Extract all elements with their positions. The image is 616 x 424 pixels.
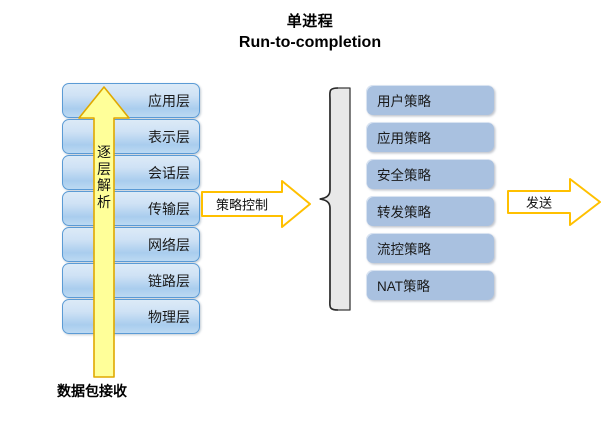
policy-item-label: NAT策略 (377, 279, 430, 294)
policy-item-label: 安全策略 (377, 168, 431, 183)
up-arrow-char-4: 析 (97, 193, 111, 210)
policy-item-label: 应用策略 (377, 131, 431, 146)
osi-layer-label: 表示层 (148, 128, 190, 145)
policy-item-label: 流控策略 (377, 242, 431, 257)
osi-layer-physical[interactable]: 物理层 (62, 299, 200, 334)
policy-list: 用户策略 应用策略 安全策略 转发策略 流控策略 NAT策略 (366, 85, 494, 307)
send-arrow-label: 发送 (525, 195, 552, 211)
osi-layer-label: 链路层 (148, 272, 190, 289)
right-arrow-icon (507, 178, 601, 226)
up-arrow-char-3: 解 (97, 177, 111, 194)
policy-item-label: 用户策略 (377, 94, 431, 109)
policy-item-forwarding[interactable]: 转发策略 (366, 196, 494, 226)
diagram-title: 单进程 Run-to-completion (150, 12, 470, 54)
policy-item-application[interactable]: 应用策略 (366, 122, 494, 152)
osi-layer-label: 应用层 (148, 92, 190, 109)
osi-layer-datalink[interactable]: 链路层 (62, 263, 200, 298)
curly-brace-icon (319, 87, 351, 311)
policy-control-label: 策略控制 (215, 197, 268, 213)
up-arrow-char-2: 层 (97, 160, 111, 177)
title-line-1: 单进程 (286, 13, 334, 30)
up-arrow-icon (78, 86, 130, 378)
policy-item-flow-control[interactable]: 流控策略 (366, 233, 494, 263)
osi-layer-label: 网络层 (148, 236, 190, 253)
send-arrow: 发送 (506, 175, 602, 229)
policy-control-arrow: 策略控制 (200, 178, 312, 230)
up-arrow-label: 逐 层 解 析 (76, 144, 132, 210)
upward-arrow: 逐 层 解 析 (76, 84, 132, 380)
right-arrow-icon (201, 180, 311, 228)
osi-layer-label: 物理层 (148, 308, 190, 325)
packet-receive-caption: 数据包接收 (57, 383, 127, 399)
up-arrow-char-1: 逐 (97, 144, 111, 160)
policy-item-nat[interactable]: NAT策略 (366, 270, 494, 300)
osi-layer-session[interactable]: 会话层 (62, 155, 200, 190)
osi-layer-network[interactable]: 网络层 (62, 227, 200, 262)
osi-layer-label: 会话层 (148, 164, 190, 181)
policy-item-security[interactable]: 安全策略 (366, 159, 494, 189)
osi-layer-transport[interactable]: 传输层 (62, 191, 200, 226)
policy-item-user[interactable]: 用户策略 (366, 85, 494, 115)
curly-brace (318, 86, 352, 312)
policy-item-label: 转发策略 (377, 205, 431, 220)
osi-layer-presentation[interactable]: 表示层 (62, 119, 200, 154)
osi-layer-label: 传输层 (148, 200, 190, 217)
title-line-2: Run-to-completion (238, 34, 382, 52)
osi-layer-stack: 应用层 表示层 会话层 传输层 网络层 链路层 物理层 (62, 83, 200, 335)
